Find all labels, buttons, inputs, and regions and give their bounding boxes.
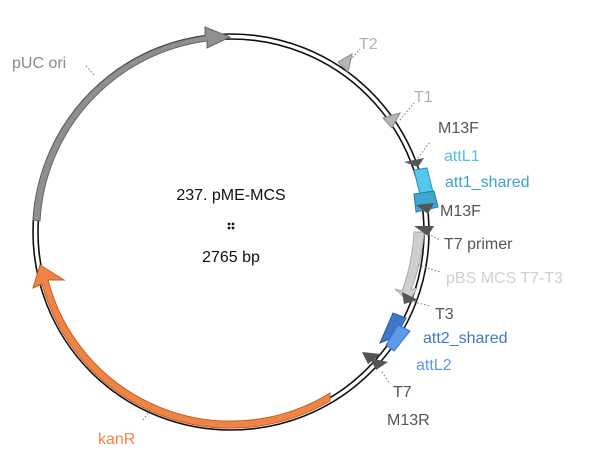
pbs-mcs-leader-line [417,264,441,273]
t2-terminator-icon[interactable] [337,53,353,73]
pbs-mcs-label: pBS MCS T7-T3 [446,270,563,287]
puc-ori-leader-line [85,65,96,77]
attl2-feature[interactable] [385,324,411,352]
t1-leader-line [399,102,415,121]
center-marker [227,222,235,230]
t7-primer-label: T7 primer [444,236,513,253]
t7-lower-leader-line [381,371,391,385]
attl2-label: attL2 [416,357,452,374]
t7-primer-icon[interactable] [414,226,434,236]
plasmid-name: 237. pME-MCS [176,187,285,204]
m13f-top-leader-line [417,141,431,159]
t7-primer-leader-line [427,233,441,241]
t3-label: T3 [435,306,454,323]
t7-lower-primer-icon[interactable] [370,358,388,370]
t3-leader-line [413,301,431,307]
m13r-primer-icon[interactable] [362,352,381,364]
t3-primer-icon[interactable] [402,292,418,304]
t2-label: T2 [359,36,378,53]
m13f-top-primer-icon[interactable] [404,158,424,167]
t2-leader-line [349,48,361,61]
att1-shared-label: att1_shared [445,174,530,191]
kanr-feature[interactable] [32,264,331,429]
m13f-top-label: M13F [438,120,479,137]
attl1-feature[interactable] [413,167,434,195]
m13r-label: M13R [387,412,430,429]
t1-label: T1 [414,89,433,106]
pbs-mcs-feature[interactable] [394,231,425,303]
t1-terminator-icon[interactable] [382,112,402,129]
plasmid-length: 2765 bp [202,249,260,266]
kanr-label: kanR [98,431,135,448]
m13f-mid-label: M13F [440,203,481,220]
t7-label: T7 [393,384,412,401]
puc-ori-feature[interactable] [32,26,232,222]
att2-shared-label: att2_shared [423,330,508,347]
m13f-mid-primer-icon[interactable] [416,203,434,214]
puc-ori-label: pUC ori [12,55,66,72]
attl1-label: attL1 [444,148,480,165]
